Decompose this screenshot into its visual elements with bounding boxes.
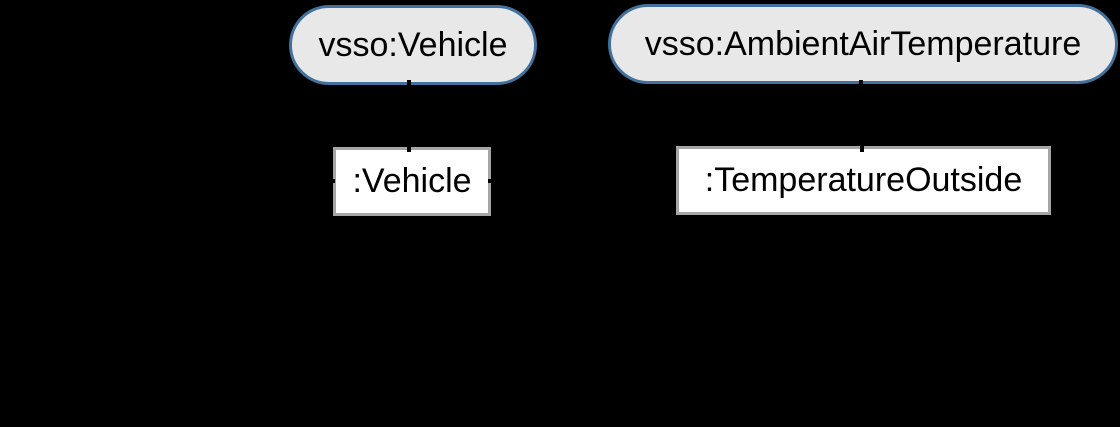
- arrow-stub-icon: [322, 179, 335, 183]
- arrow-stub-icon: [859, 80, 863, 91]
- instance-node-temperature-outside: :TemperatureOutside: [676, 146, 1051, 215]
- arrow-stub-icon: [407, 141, 411, 152]
- instance-node-vehicle-label: :Vehicle: [352, 162, 472, 200]
- class-node-vsso-ambient-air-temperature: vsso:AmbientAirTemperature: [608, 4, 1118, 84]
- instance-node-vehicle: :Vehicle: [333, 147, 491, 216]
- instance-node-temperature-outside-label: :TemperatureOutside: [704, 161, 1023, 199]
- class-node-vsso-vehicle-label: vsso:Vehicle: [318, 25, 508, 64]
- arrow-stub-icon: [860, 141, 864, 152]
- arrow-stub-icon: [488, 179, 501, 183]
- class-node-vsso-vehicle: vsso:Vehicle: [289, 5, 537, 85]
- arrow-stub-icon: [407, 80, 411, 91]
- class-node-vsso-ambient-air-temperature-label: vsso:AmbientAirTemperature: [644, 24, 1082, 63]
